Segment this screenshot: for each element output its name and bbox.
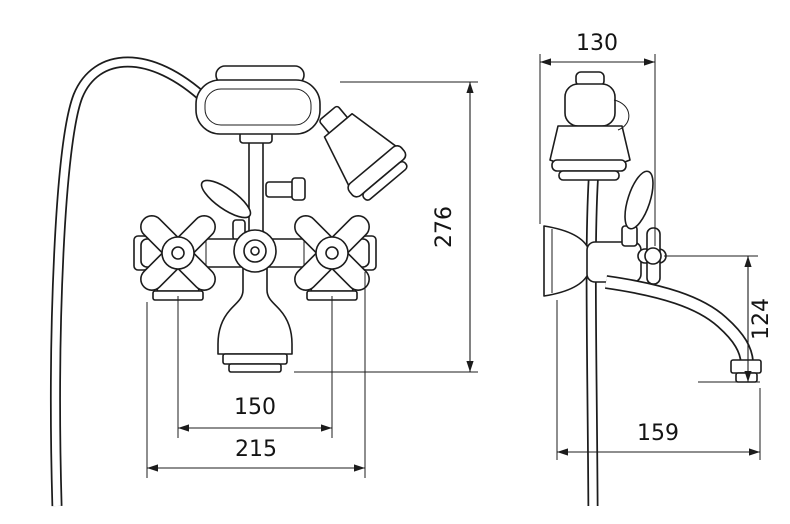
- handset-body: [195, 79, 321, 135]
- dimension-label-130: 130: [576, 31, 618, 56]
- spout-bell: [217, 266, 293, 355]
- side-sprayer-face-ring: [558, 170, 620, 181]
- dimension-label-124: 124: [749, 298, 774, 340]
- spout-outlet: [222, 353, 288, 365]
- diverter-knob-dot: [250, 246, 260, 256]
- wall-flange: [543, 225, 590, 297]
- spout-aerator: [730, 359, 762, 374]
- dimension-label-159: 159: [637, 421, 679, 446]
- side-cradle-hook: [613, 99, 630, 131]
- side-sprayer-face: [551, 159, 627, 172]
- front-view: [50, 56, 408, 507]
- dimension-label-276: 276: [432, 206, 457, 248]
- side-hose-core: [587, 167, 598, 507]
- spout-outlet-lip: [228, 363, 282, 373]
- porcelain-lever: [200, 179, 252, 219]
- dimension-label-150: 150: [234, 395, 276, 420]
- side-spout-core: [605, 276, 753, 363]
- hand-shower-hose-core: [51, 58, 209, 507]
- side-handset-head: [564, 83, 616, 127]
- dimension-label-215: 215: [235, 437, 277, 462]
- dimensions: 276 150 215 130 124 159: [146, 31, 774, 478]
- handset-inner-line: [204, 88, 312, 126]
- sprayer-head: [319, 105, 408, 201]
- spout-aerator-tip: [735, 372, 758, 383]
- cradle-post: [248, 141, 264, 243]
- side-handle-hub: [644, 247, 662, 265]
- side-porcelain-lever: [624, 170, 654, 230]
- side-view: [543, 71, 762, 507]
- side-body: [586, 241, 642, 283]
- hose-connector-nut: [291, 177, 306, 201]
- hose-connector: [265, 181, 295, 198]
